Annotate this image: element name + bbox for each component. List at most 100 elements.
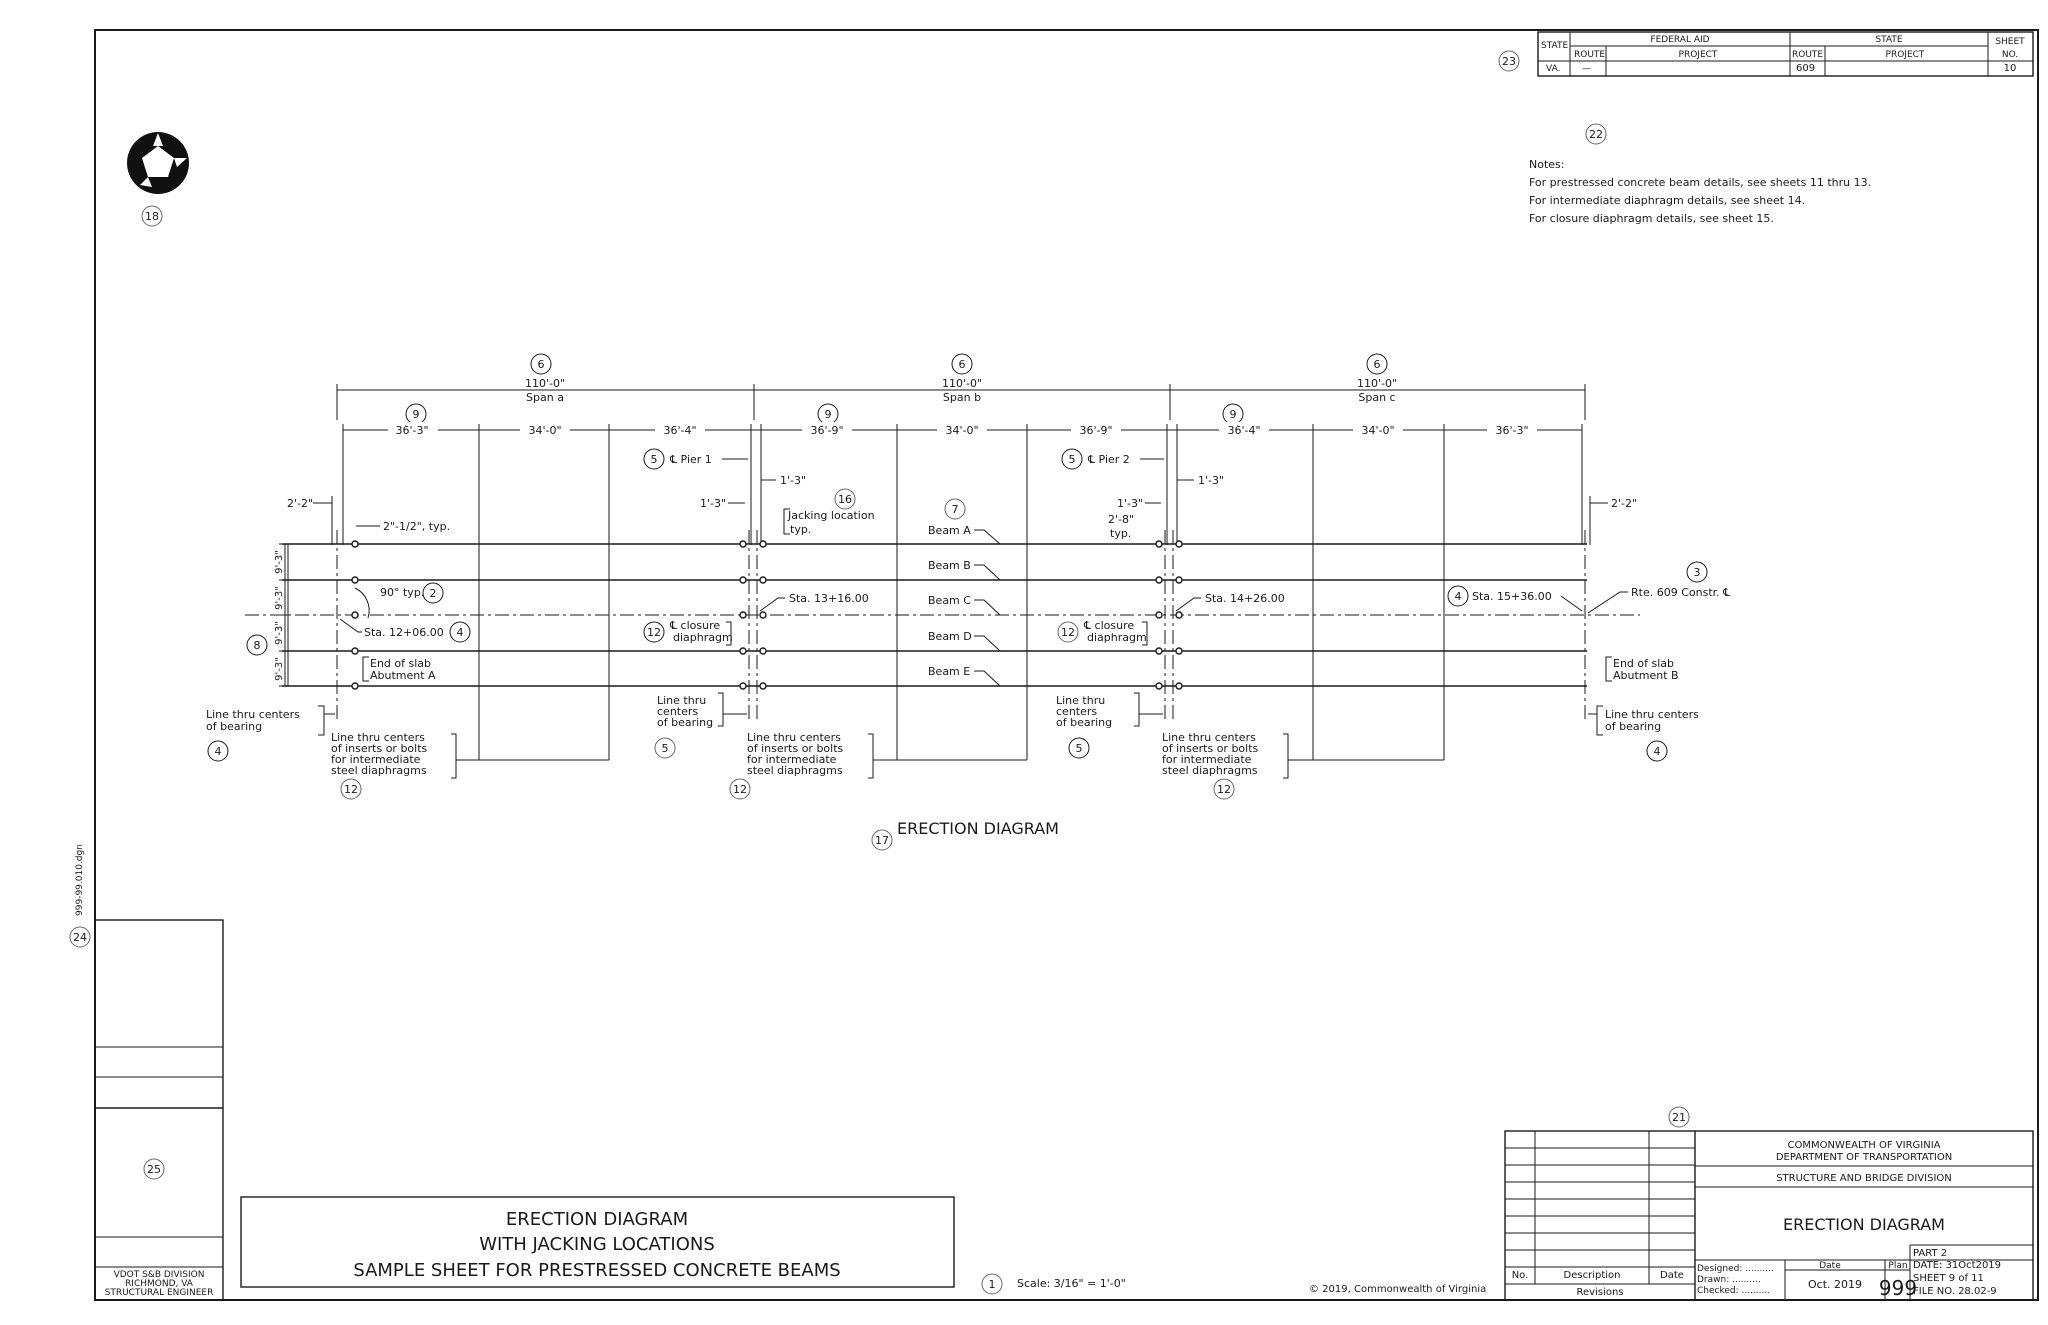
callout-12-closure-2: 12	[1061, 626, 1075, 639]
span-c-name: Span c	[1358, 391, 1395, 404]
inserts-2-line2: of inserts or bolts	[747, 742, 844, 755]
callout-17: 17	[875, 834, 889, 847]
bearing-left-line1: Line thru centers	[206, 708, 300, 721]
bearing-p1-line2: centers	[657, 705, 698, 718]
dim-2-2-right: 2'-2"	[1611, 497, 1637, 510]
left-block-line3: STRUCTURAL ENGINEER	[105, 1288, 214, 1298]
callout-12-closure-1: 12	[647, 626, 661, 639]
slab-b-line2: Abutment B	[1613, 669, 1679, 682]
left-block-line1: VDOT S&B DIVISION	[114, 1270, 205, 1280]
inserts-1-line1: Line thru centers	[331, 731, 425, 744]
station-3: Sta. 14+26.00	[1205, 592, 1285, 605]
station-2: Sta. 13+16.00	[789, 592, 869, 605]
scale-label: Scale: 3/16" = 1'-0"	[1017, 1277, 1126, 1290]
dim-typ: typ.	[1110, 527, 1131, 540]
segment-6: 36'-9"	[1079, 424, 1112, 437]
bearing-p2-line3: of bearing	[1056, 716, 1112, 729]
dim-2-8: 2'-8"	[1108, 513, 1134, 526]
callout-5-bearing-p1: 5	[662, 742, 669, 755]
callout-25: 25	[147, 1163, 161, 1176]
bearing-p2-line1: Line thru	[1056, 694, 1105, 707]
date-label: Date	[1819, 1261, 1841, 1271]
left-block: 25 VDOT S&B DIVISION RICHMOND, VA STRUCT…	[94, 919, 224, 1301]
station-1: Sta. 12+06.00	[364, 626, 444, 639]
segment-2: 34'-0"	[528, 424, 561, 437]
dim-1-3-b: 1'-3"	[1198, 474, 1224, 487]
beam-lines	[245, 543, 1640, 687]
inserts-label-1: Line thru centers of inserts or bolts fo…	[331, 731, 609, 800]
checked: Checked: ..........	[1697, 1286, 1770, 1296]
span-b-length: 110'-0"	[942, 377, 982, 390]
span-c-length: 110'-0"	[1357, 377, 1397, 390]
segment-3: 36'-4"	[663, 424, 696, 437]
sheet-border	[94, 29, 2039, 1301]
closure-1-line2: diaphragm	[673, 631, 733, 644]
inserts-2-line1: Line thru centers	[747, 731, 841, 744]
segment-8: 34'-0"	[1361, 424, 1394, 437]
space-3: 9'-3"	[274, 621, 285, 645]
dim-1-3-c: 1'-3"	[700, 497, 726, 510]
state-route-value: 609	[1796, 63, 1815, 74]
sheet-title-line2: WITH JACKING LOCATIONS	[479, 1234, 715, 1255]
notes-line-1: For prestressed concrete beam details, s…	[1529, 176, 1871, 189]
state-value: VA.	[1546, 64, 1560, 74]
notes-line-2: For intermediate diaphragm details, see …	[1529, 194, 1805, 207]
notes: Notes: For prestressed concrete beam det…	[1529, 158, 1871, 225]
segment-7: 36'-4"	[1227, 424, 1260, 437]
station-4: Sta. 15+36.00	[1472, 590, 1552, 603]
beam-a-label: Beam A	[928, 524, 971, 537]
org-line2: DEPARTMENT OF TRANSPORTATION	[1776, 1152, 1952, 1163]
revisions-description: Description	[1564, 1270, 1621, 1281]
inserts-2-line3: for intermediate	[747, 753, 837, 766]
sheet-of: SHEET 9 of 11	[1913, 1273, 1984, 1284]
pier-2-label: ℄ Pier 2	[1087, 453, 1130, 466]
vdot-logo	[127, 132, 189, 194]
callout-24: 24	[73, 931, 87, 944]
header-table: STATE FEDERAL AID STATE ROUTE PROJECT RO…	[1537, 31, 2034, 77]
inserts-1-line4: steel diaphragms	[331, 764, 427, 777]
side-file-name: 999-99.010.dgn	[75, 844, 85, 916]
callout-18: 18	[145, 210, 159, 223]
drawn: Drawn: ..........	[1697, 1275, 1761, 1285]
callout-4-left: 4	[215, 745, 222, 758]
callout-7: 7	[952, 503, 959, 516]
callout-5-pier2: 5	[1069, 453, 1076, 466]
date-value: Oct. 2019	[1808, 1278, 1862, 1291]
revisions-label: Revisions	[1576, 1287, 1623, 1298]
space-1: 9'-3"	[274, 550, 285, 574]
inserts-3-line3: for intermediate	[1162, 753, 1252, 766]
span-a-length: 110'-0"	[525, 377, 565, 390]
callout-6-b: 6	[959, 358, 966, 371]
bearing-right-line2: of bearing	[1605, 720, 1661, 733]
callout-9-b: 9	[825, 408, 832, 421]
inserts-3-line2: of inserts or bolts	[1162, 742, 1259, 755]
callout-12-inserts-1: 12	[344, 783, 358, 796]
bearing-p1-line3: of bearing	[657, 716, 713, 729]
erection-diagram: 6 6 6 110'-0" Span a 110'-0" Span b 110'…	[206, 353, 1730, 851]
segment-1: 36'-3"	[395, 424, 428, 437]
inserts-label-2: Line thru centers of inserts or bolts fo…	[729, 731, 1027, 800]
diagram-title: ERECTION DIAGRAM	[897, 819, 1059, 838]
space-4: 9'-3"	[274, 657, 285, 681]
bearing-left-line2: of bearing	[206, 720, 262, 733]
file-no: FILE NO. 28.02-9	[1913, 1286, 1997, 1297]
beam-e-label: Beam E	[928, 665, 970, 678]
plan-label: Plan	[1888, 1261, 1907, 1271]
closure-2-line1: ℄ closure	[1083, 619, 1134, 632]
route-label: ROUTE	[1574, 50, 1605, 60]
callout-4-right: 4	[1654, 745, 1661, 758]
route-label-2: ROUTE	[1792, 50, 1823, 60]
dim-1-3-a: 1'-3"	[780, 474, 806, 487]
callout-4-sta1: 4	[457, 626, 464, 639]
beam-c-label: Beam C	[928, 594, 971, 607]
callout-5-pier1: 5	[651, 453, 658, 466]
callout-6-a: 6	[538, 358, 545, 371]
sheet-title-line3: SAMPLE SHEET FOR PRESTRESSED CONCRETE BE…	[353, 1260, 840, 1281]
revisions-date: Date	[1660, 1270, 1684, 1281]
beam-d-label: Beam D	[928, 630, 972, 643]
state-group-label: STATE	[1875, 35, 1902, 45]
callout-21: 21	[1672, 1111, 1686, 1124]
callout-9-c: 9	[1230, 408, 1237, 421]
callout-16: 16	[838, 493, 852, 506]
callout-3: 3	[1694, 566, 1701, 579]
